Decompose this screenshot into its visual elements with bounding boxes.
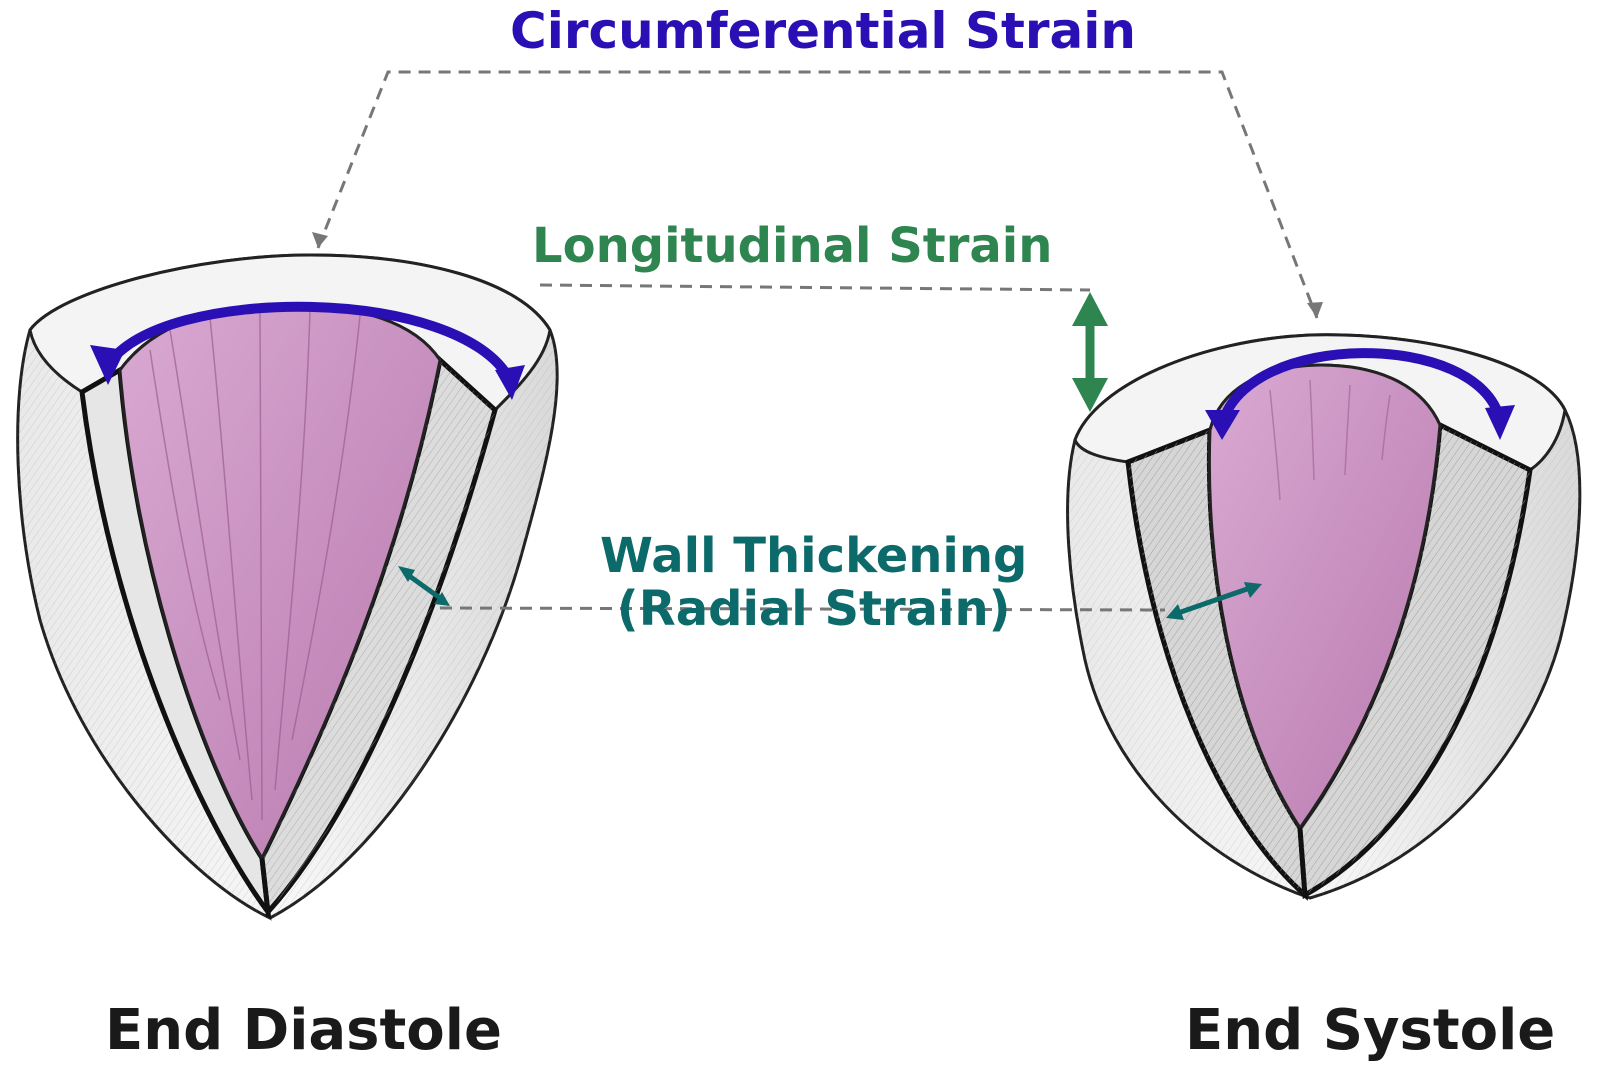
end-systole-label: End Systole [1185, 1000, 1555, 1062]
wall-thickening-line2: (Radial Strain) [600, 583, 1027, 636]
longitudinal-guide [540, 285, 1090, 290]
wall-thickening-line1: Wall Thickening [600, 530, 1027, 583]
wall-thickening-label: Wall Thickening (Radial Strain) [600, 530, 1027, 636]
longitudinal-strain-label: Longitudinal Strain [532, 220, 1052, 273]
longitudinal-arrow [1072, 292, 1108, 412]
circumferential-strain-label: Circumferential Strain [510, 4, 1136, 59]
end-diastole-label: End Diastole [105, 1000, 502, 1062]
